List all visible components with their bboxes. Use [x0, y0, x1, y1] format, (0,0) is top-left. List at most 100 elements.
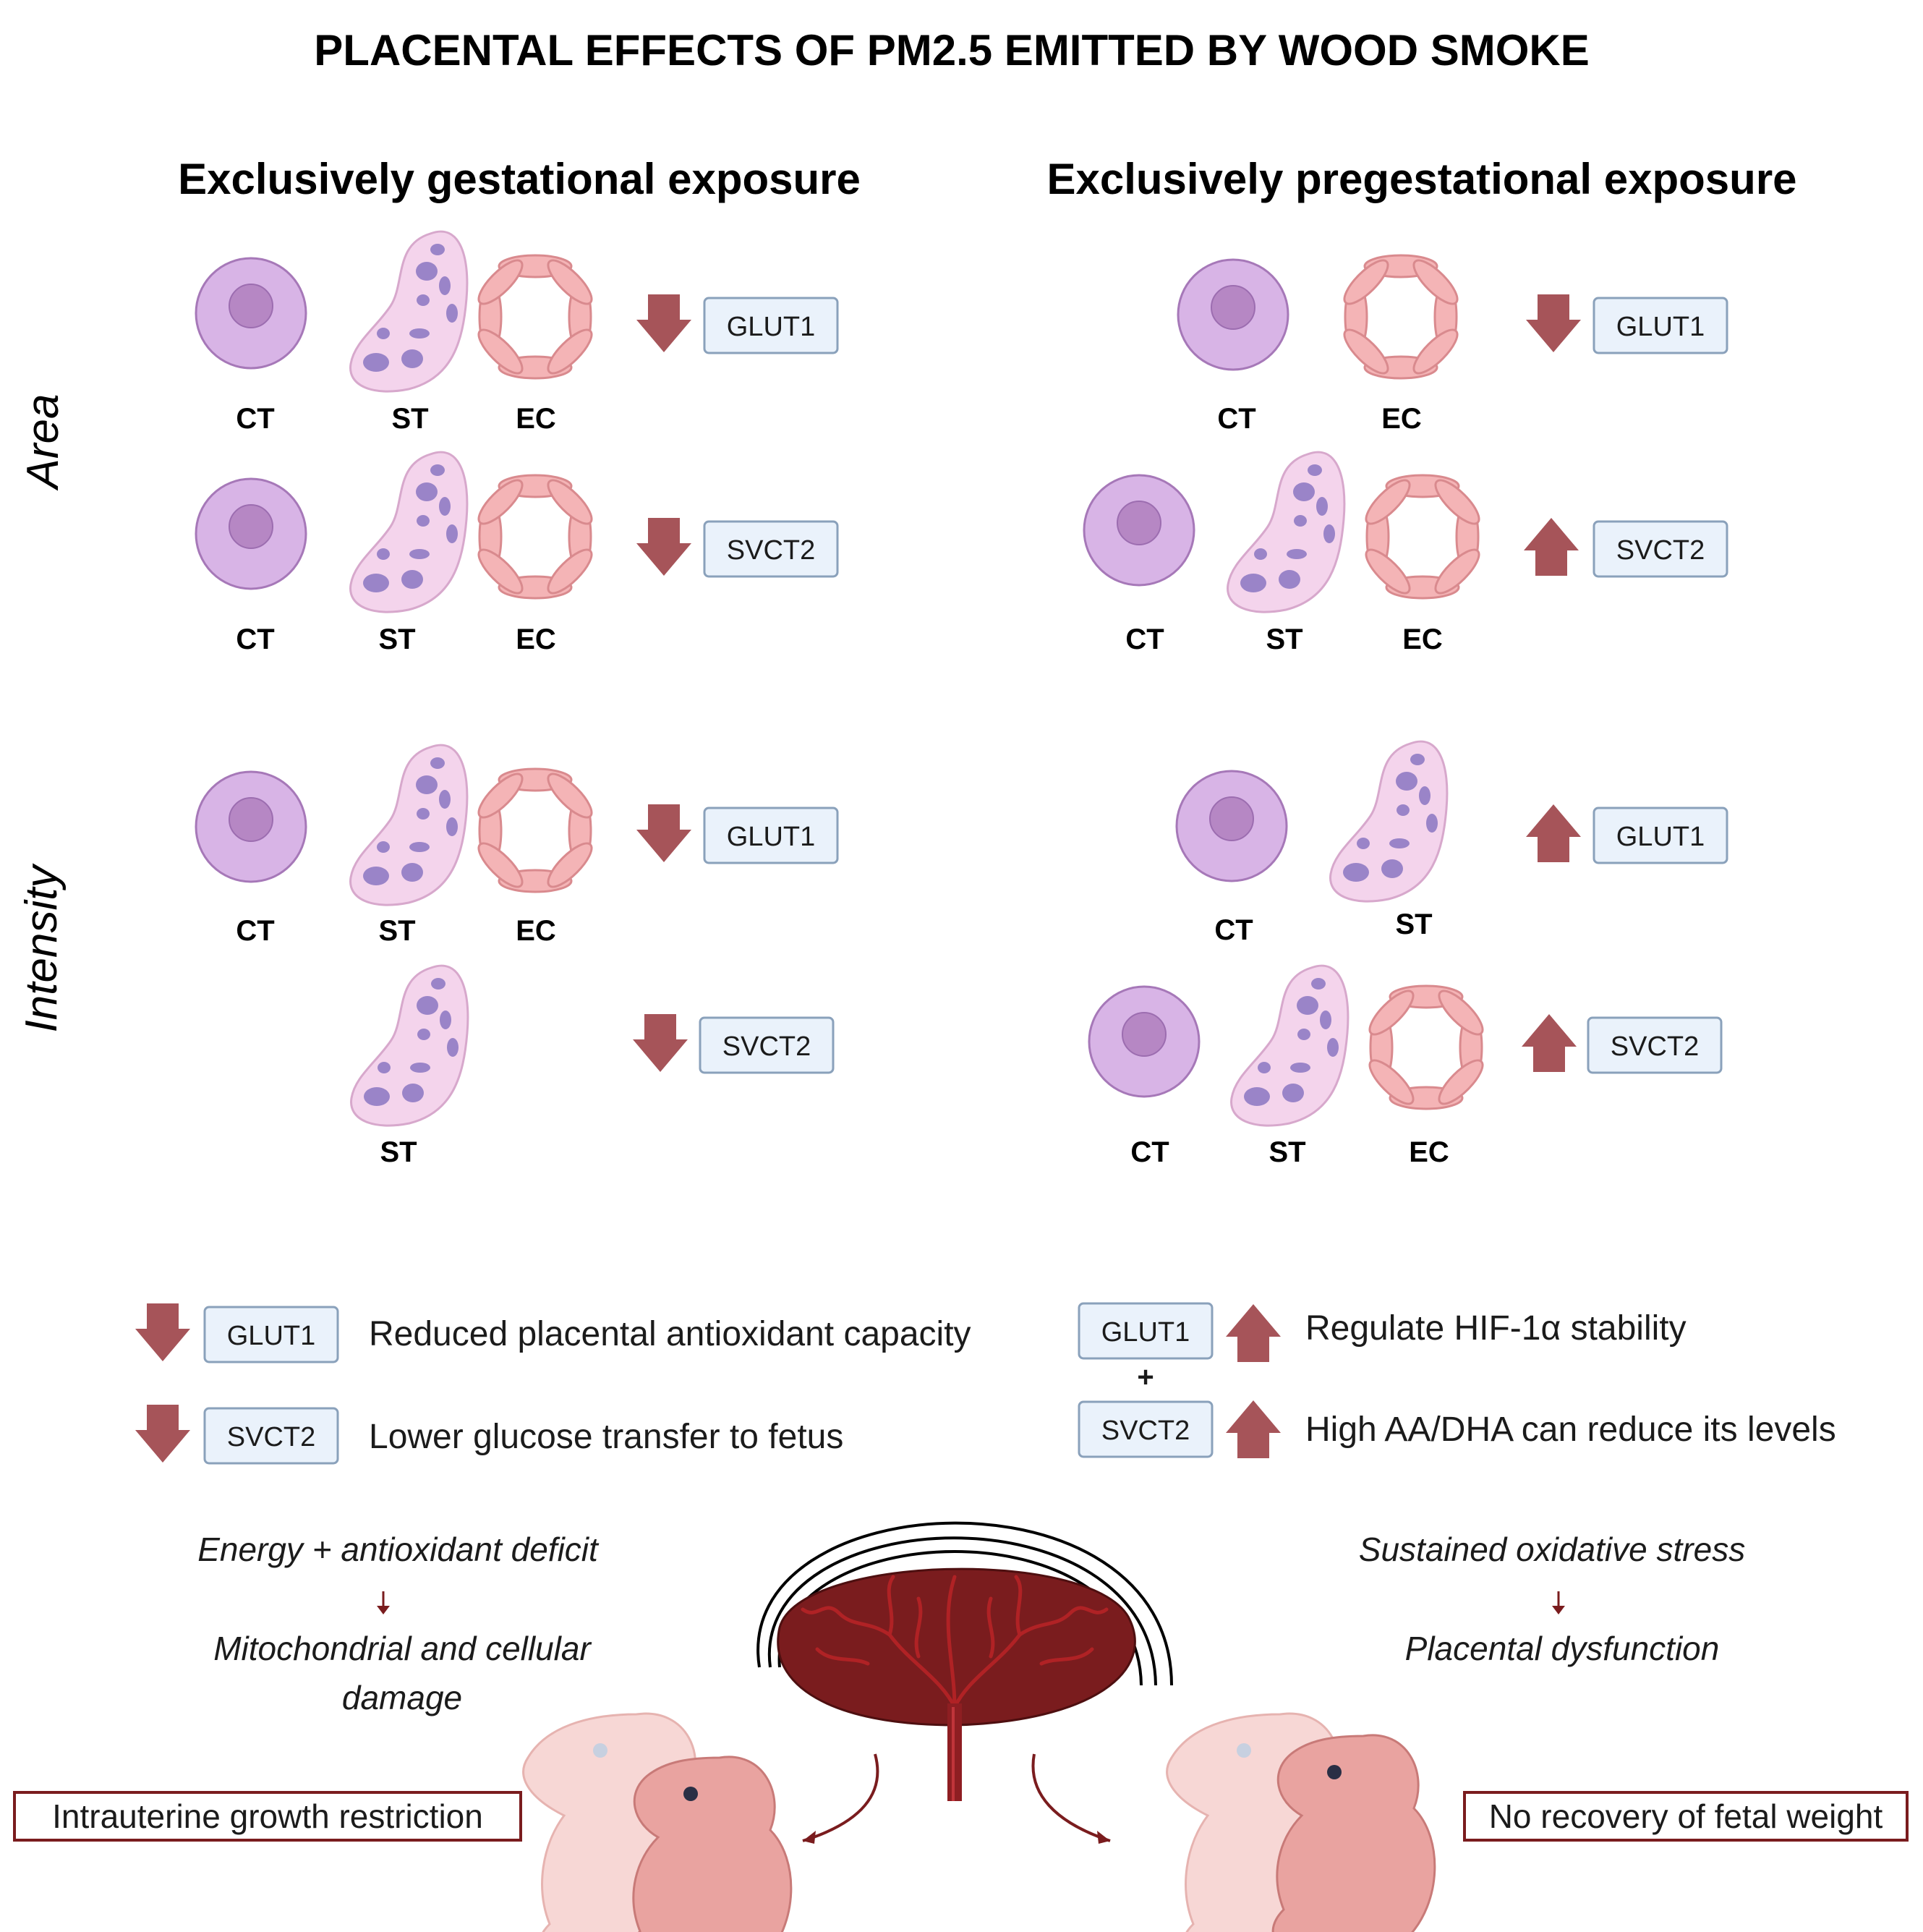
- pup-dark-icon: [629, 1757, 791, 1932]
- st-cell-icon: [350, 964, 469, 1127]
- ct-cell-icon: [1083, 474, 1195, 587]
- effect-svct2-text: High AA/DHA can reduce its levels: [1305, 1410, 1836, 1449]
- effects-right: GLUT1 Regulate HIF-1α stability + SVCT2 …: [1078, 1302, 1836, 1458]
- arrow-down-icon: [135, 1405, 190, 1463]
- marker-label-svct2: SVCT2: [1611, 1031, 1699, 1062]
- marker-label-glut1: GLUT1: [1616, 312, 1705, 342]
- cell-label-ec: EC: [516, 624, 556, 655]
- arrow-down-icon: [636, 804, 691, 862]
- cell-label-ec: EC: [516, 403, 556, 435]
- panel-pregestational-area-glut1: GLUT1 CT EC: [1177, 253, 1728, 435]
- small-arrow-down-icon: [1552, 1591, 1565, 1614]
- page-title: PLACENTAL EFFECTS OF PM2.5 EMITTED BY WO…: [314, 26, 1589, 75]
- panel-gestational-intensity-glut1: GLUT1 CT ST EC: [195, 744, 839, 947]
- ct-cell-icon: [195, 257, 307, 370]
- marker-label-glut1: GLUT1: [727, 312, 815, 342]
- cell-label-ct: CT: [1130, 1136, 1169, 1168]
- cell-label-ct: CT: [1217, 403, 1255, 435]
- marker-label-svct2: SVCT2: [1616, 535, 1705, 566]
- cell-label-ec: EC: [1381, 403, 1422, 435]
- arrow-up-icon: [1522, 1014, 1577, 1072]
- cell-label-st: ST: [378, 915, 415, 947]
- marker-label-glut1: GLUT1: [1101, 1317, 1190, 1348]
- column-header-pregestational: Exclusively pregestational exposure: [1046, 155, 1796, 203]
- small-arrow-down-icon: [377, 1591, 390, 1614]
- marker-label-svct2: SVCT2: [227, 1422, 315, 1452]
- outcome-left-line1: Energy + antioxidant deficit: [197, 1531, 600, 1568]
- cell-label-ec: EC: [1409, 1136, 1449, 1168]
- cell-label-ct: CT: [1125, 624, 1164, 655]
- outcome-right-line1: Sustained oxidative stress: [1359, 1531, 1745, 1568]
- arrow-up-icon: [1526, 804, 1581, 862]
- ct-cell-icon: [1177, 258, 1289, 371]
- pup-dark-icon: [1273, 1735, 1435, 1932]
- cell-label-st: ST: [1266, 624, 1302, 655]
- ec-cell-icon: [472, 473, 599, 600]
- effect-svct2-text: Lower glucose transfer to fetus: [369, 1418, 843, 1456]
- marker-label-svct2: SVCT2: [727, 535, 815, 566]
- outcome-right-box: [1463, 1791, 1909, 1842]
- outcome-left-box: [13, 1791, 522, 1842]
- cell-label-ct: CT: [1214, 914, 1253, 946]
- row-label-intensity: Intensity: [17, 863, 67, 1033]
- ec-cell-icon: [472, 253, 599, 380]
- ct-cell-icon: [1088, 985, 1201, 1098]
- marker-label-svct2: SVCT2: [722, 1031, 811, 1062]
- ec-cell-icon: [472, 767, 599, 894]
- cell-label-st: ST: [1395, 908, 1432, 940]
- cell-label-st: ST: [378, 624, 415, 655]
- outcome-left: Energy + antioxidant deficit Mitochondri…: [13, 1531, 600, 1842]
- cell-label-st: ST: [391, 403, 428, 435]
- outcome-left-box-text: Intrauterine growth restriction: [52, 1797, 483, 1835]
- st-cell-icon: [1230, 964, 1349, 1127]
- placenta-illustration: [756, 1521, 1173, 1844]
- st-cell-icon: [1329, 740, 1449, 903]
- panel-pregestational-intensity-glut1: GLUT1 CT ST: [1175, 740, 1728, 946]
- ct-cell-icon: [1175, 770, 1288, 882]
- arrow-down-icon: [633, 1014, 688, 1072]
- outcome-right: Sustained oxidative stress Placental dys…: [1359, 1531, 1909, 1842]
- outcome-right-line2: Placental dysfunction: [1405, 1630, 1720, 1667]
- effects-left: GLUT1 Reduced placental antioxidant capa…: [135, 1303, 971, 1465]
- panel-pregestational-intensity-svct2: SVCT2 CT ST EC: [1088, 964, 1723, 1168]
- cell-label-st: ST: [1269, 1136, 1305, 1168]
- panel-gestational-area-svct2: SVCT2 CT ST EC: [195, 451, 839, 655]
- cell-label-ec: EC: [1402, 624, 1443, 655]
- arrow-down-icon: [1526, 294, 1581, 352]
- cell-label-ct: CT: [236, 624, 274, 655]
- outcome-left-line2: Mitochondrial and cellular: [213, 1630, 592, 1667]
- panel-gestational-intensity-svct2: SVCT2 ST: [350, 964, 835, 1168]
- marker-label-svct2: SVCT2: [1101, 1416, 1190, 1446]
- plus-sign: +: [1137, 1361, 1154, 1393]
- panel-pregestational-area-svct2: SVCT2 CT ST EC: [1083, 451, 1728, 655]
- arrow-up-icon: [1524, 518, 1579, 576]
- row-label-area: Area: [18, 394, 68, 492]
- column-header-gestational: Exclusively gestational exposure: [178, 155, 861, 203]
- effect-glut1-text: Reduced placental antioxidant capacity: [369, 1315, 971, 1353]
- arrow-up-icon: [1226, 1304, 1281, 1362]
- st-cell-icon: [1227, 451, 1346, 613]
- st-cell-icon: [349, 451, 469, 613]
- cell-label-ct: CT: [236, 403, 274, 435]
- arrow-down-icon: [135, 1303, 190, 1361]
- marker-label-glut1: GLUT1: [1616, 822, 1705, 852]
- ec-cell-icon: [1359, 473, 1486, 600]
- marker-label-glut1: GLUT1: [227, 1321, 315, 1351]
- ec-cell-icon: [1363, 984, 1490, 1111]
- cell-label-ec: EC: [516, 915, 556, 947]
- effect-glut1-text: Regulate HIF-1α stability: [1305, 1309, 1687, 1348]
- ct-cell-icon: [195, 477, 307, 590]
- outcome-left-line3: damage: [342, 1679, 462, 1716]
- st-cell-icon: [349, 230, 469, 393]
- marker-label-glut1: GLUT1: [727, 822, 815, 852]
- arrow-down-icon: [636, 294, 691, 352]
- ec-cell-icon: [1337, 253, 1464, 380]
- arrow-up-icon: [1226, 1400, 1281, 1458]
- cell-label-ct: CT: [236, 915, 274, 947]
- outcome-right-box-text: No recovery of fetal weight: [1489, 1797, 1883, 1835]
- cell-label-st: ST: [380, 1136, 417, 1168]
- panel-gestational-area-glut1: GLUT1 CT ST EC: [195, 230, 839, 435]
- st-cell-icon: [349, 744, 469, 906]
- arrow-down-icon: [636, 518, 691, 576]
